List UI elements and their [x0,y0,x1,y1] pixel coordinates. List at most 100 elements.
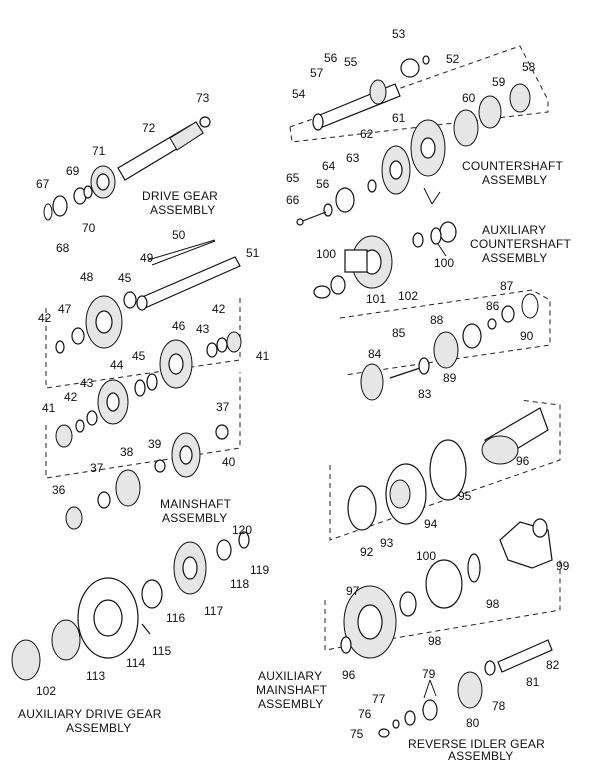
countershaft-assembly-caption: COUNTERSHAFT [462,159,564,173]
part-number-label: 113 [86,669,105,683]
part-number-label: 92 [360,545,374,559]
part-number-label: 64 [322,159,336,173]
part-number-label: 53 [392,27,406,41]
part-number-label: 95 [458,489,472,503]
part-number-label: 116 [166,611,185,625]
part-number-label: 42 [212,302,226,316]
part-number-label: 100 [316,247,336,261]
countershaft-assembly-caption: ASSEMBLY [482,173,547,187]
part-number-label: 90 [520,329,534,343]
part-number-label: 70 [82,221,96,235]
part-number-label: 56 [316,177,330,191]
part-number-label: 45 [118,271,132,285]
mainshaft-group [55,239,242,530]
part-number-label: 52 [446,52,460,66]
part-number-label: 42 [64,390,78,404]
part-number-label: 117 [204,604,223,618]
part-number-label: 42 [38,311,52,325]
part-number-label: 97 [346,584,360,598]
part-number-label: 43 [80,376,94,390]
mainshaft-assembly-caption: ASSEMBLY [162,511,227,525]
part-number-label: 102 [398,289,418,303]
part-number-label: 98 [428,634,442,648]
mainshaft-assembly-caption: MAINSHAFT [160,497,232,511]
aux-mainshaft-assembly-caption: ASSEMBLY [258,697,323,711]
part-number-label: 60 [462,91,476,105]
part-number-label: 82 [546,658,560,672]
part-number-label: 55 [344,55,358,69]
part-number-labels: 73 72 71 69 67 68 70 53 52 56 55 57 54 5… [36,27,570,741]
drive-gear-assembly-caption: DRIVE GEAR [142,189,218,203]
aux-drive-gear-assembly-caption: ASSEMBLY [66,721,131,735]
part-number-label: 65 [286,171,300,185]
part-number-label: 41 [42,401,56,415]
assembly-captions: DRIVE GEAR ASSEMBLY COUNTERSHAFT ASSEMBL… [18,159,572,761]
aux-mainshaft-assembly-caption: MAINSHAFT [256,683,328,697]
reverse-idler-assembly-caption: REVERSE IDLER GEAR [408,737,545,751]
part-number-label: 37 [216,400,230,414]
part-number-label: 83 [418,387,432,401]
part-number-label: 98 [486,597,500,611]
part-number-label: 54 [292,87,306,101]
part-number-label: 40 [222,455,236,469]
part-number-label: 102 [36,684,56,698]
part-number-label: 96 [342,668,356,682]
part-number-label: 39 [148,437,162,451]
aux-countershaft-assembly-caption: AUXILIARY [482,223,546,237]
part-number-label: 72 [142,121,156,135]
part-number-label: 50 [172,228,186,242]
part-number-label: 88 [430,313,444,327]
part-number-label: 89 [443,371,457,385]
part-number-label: 57 [310,66,324,80]
aux-drive-gear-assembly-caption: AUXILIARY DRIVE GEAR [18,707,162,721]
part-number-label: 66 [286,193,300,207]
aux-countershaft-group [313,221,457,299]
part-number-label: 114 [126,656,145,670]
part-number-label: 87 [500,279,514,293]
assembly-boundaries [45,45,561,651]
part-number-label: 115 [152,644,171,658]
leader-lines [151,187,447,699]
part-number-label: 84 [368,347,382,361]
part-number-label: 56 [324,51,338,65]
part-number-label: 78 [492,699,506,713]
part-number-label: 36 [52,483,66,497]
part-number-label: 46 [172,319,186,333]
part-number-label: 73 [196,91,210,105]
part-number-label: 68 [56,241,70,255]
part-number-label: 80 [466,716,480,730]
part-number-label: 100 [434,256,454,270]
aux-countershaft-assembly-caption: COUNTERSHAFT [470,237,572,251]
part-number-label: 94 [424,517,438,531]
part-number-label: 62 [360,127,374,141]
part-number-label: 81 [526,675,540,689]
part-number-label: 45 [132,349,146,363]
part-number-label: 69 [66,164,80,178]
part-number-label: 120 [232,523,252,537]
part-number-label: 59 [492,75,506,89]
part-number-label: 61 [392,111,406,125]
part-number-label: 75 [350,727,364,741]
countershaft-group [296,55,531,226]
part-number-label: 86 [486,299,500,313]
part-number-label: 47 [58,302,72,316]
range-group [347,293,549,531]
drive-gear-assembly-caption: ASSEMBLY [150,203,215,217]
part-number-label: 76 [358,707,372,721]
part-number-label: 63 [346,151,360,165]
part-number-label: 51 [246,246,260,260]
part-number-label: 49 [140,251,154,265]
part-number-label: 43 [196,322,210,336]
part-number-label: 37 [90,461,104,475]
part-number-label: 58 [522,60,536,74]
aux-mainshaft-group [340,518,553,659]
part-number-label: 44 [110,358,124,372]
part-number-label: 118 [230,577,249,591]
part-number-label: 79 [422,667,436,681]
aux-mainshaft-assembly-caption: AUXILIARY [258,669,322,683]
aux-drive-gear-group [11,531,250,681]
part-number-label: 48 [80,270,94,284]
part-number-label: 96 [516,454,530,468]
part-number-label: 77 [372,692,386,706]
